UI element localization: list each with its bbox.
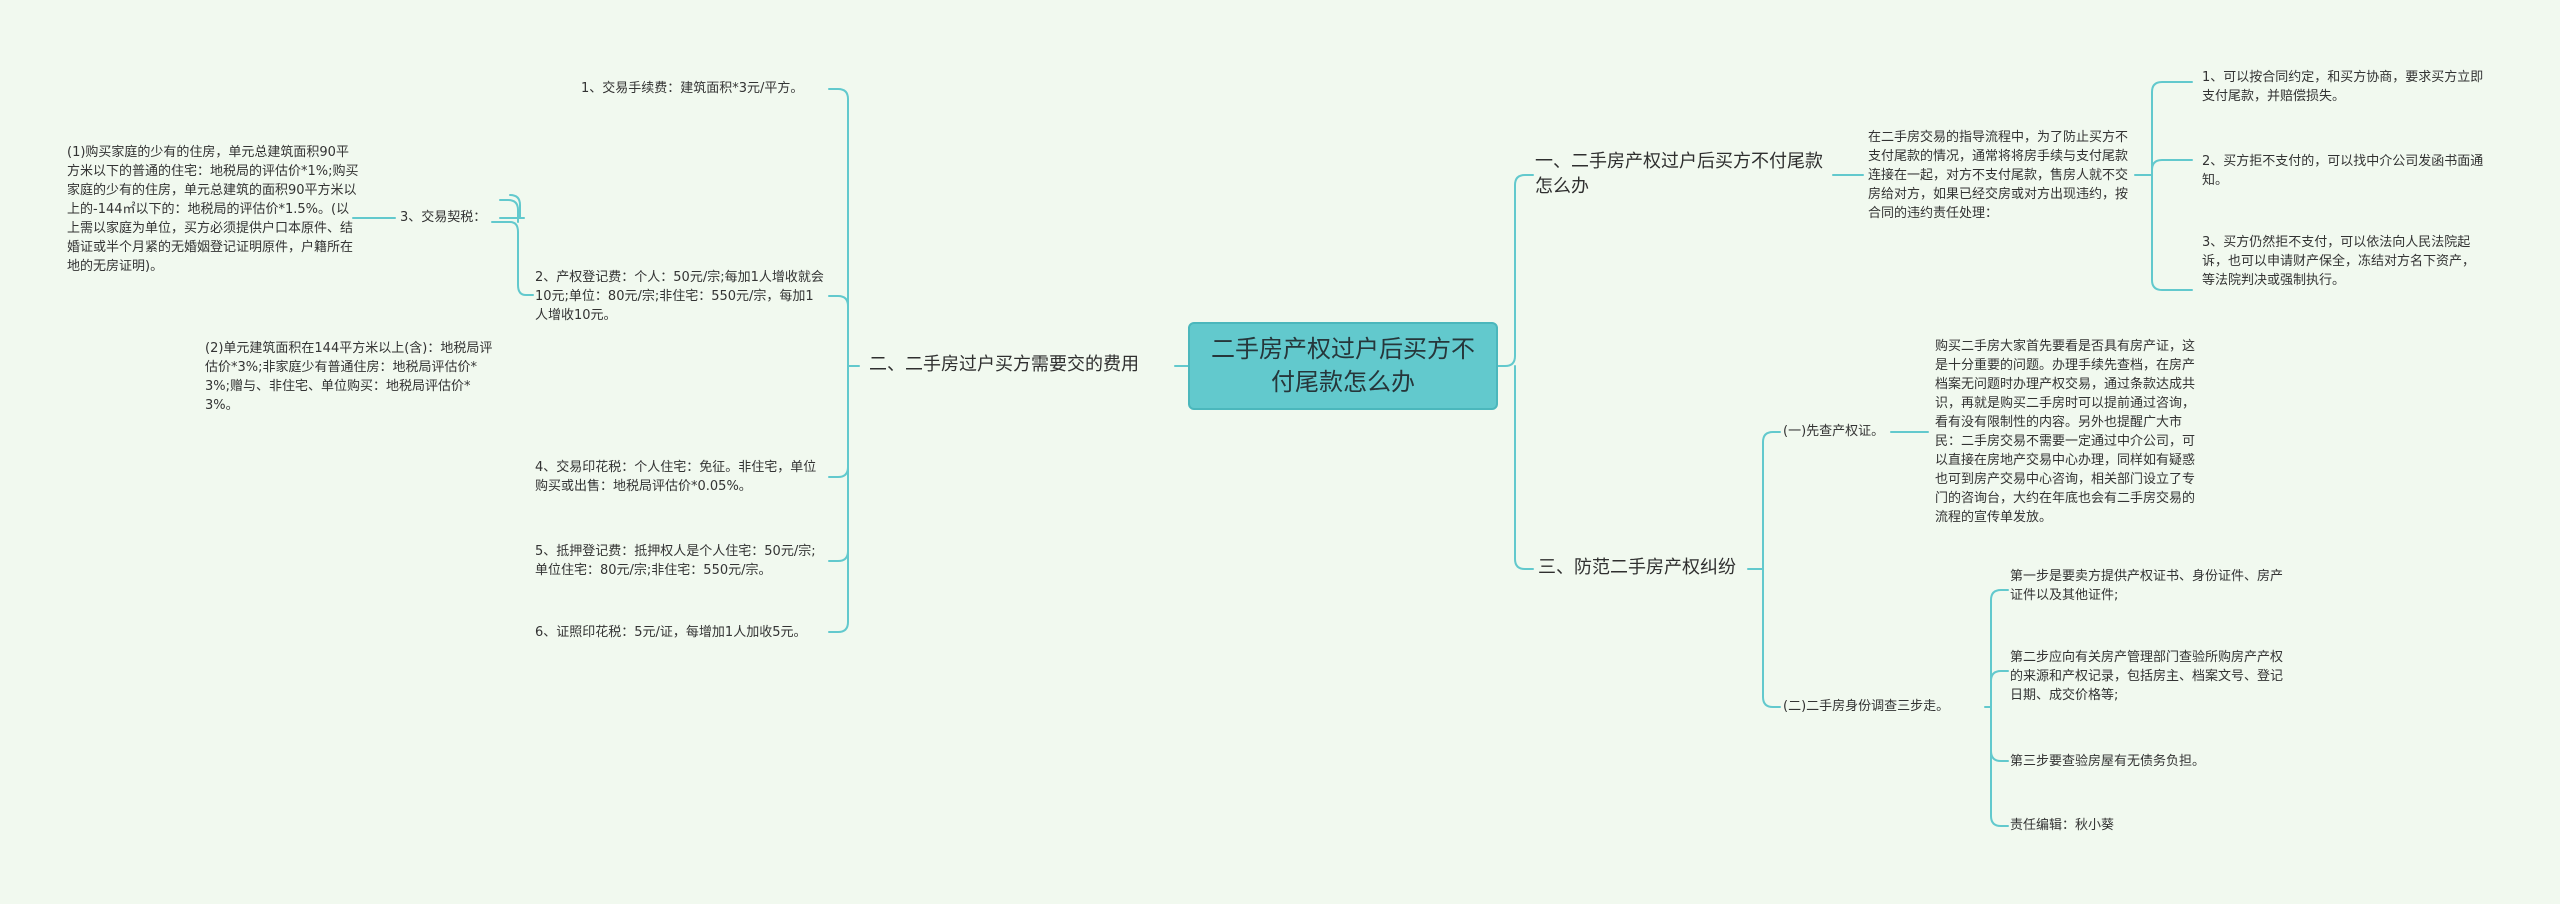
branch-b1-intro: 在二手房交易的指导流程中，为了防止买方不支付尾款的情况，通常将将房手续与支付尾款… [1868, 130, 2129, 221]
editor-credit: 责任编辑：秋小葵 [2010, 818, 2115, 833]
step-2: 第二步应向有关房产管理部门查验所购房产产权的来源和产权记录，包括房主、档案文号、… [2010, 650, 2284, 703]
branch-b1-item-2: 2、买方拒不支付的，可以找中介公司发函书面通知。 [2202, 154, 2484, 188]
branch-b1-item-3: 3、买方仍然拒不支付，可以依法向人民法院起诉，也可以申请财产保全，冻结对方名下资… [2202, 235, 2476, 288]
branch-title-b1[interactable]: 一、二手房产权过户后买方不付尾款怎么办 [1535, 151, 1823, 197]
branch-b2-item-1: 1、交易手续费：建筑面积*3元/平方。 [581, 81, 804, 96]
deed-tax-item-2: (2)单元建筑面积在144平方米以上(含)：地税局评估价*3%;非家庭少有普通住… [205, 341, 493, 413]
step-3: 第三步要查验房屋有无债务负担。 [2010, 754, 2206, 769]
root-topic[interactable]: 二手房产权过户后买方不付尾款怎么办 [1188, 322, 1498, 410]
branch-title-b2[interactable]: 二、二手房过户买方需要交的费用 [869, 354, 1139, 375]
branch-b1-item-1: 1、可以按合同约定，和买方协商，要求买方立即支付尾款，并赔偿损失。 [2202, 70, 2484, 104]
branch-b2-item-5: 5、抵押登记费：抵押权人是个人住宅：50元/宗;单位住宅：80元/宗;非住宅：5… [535, 544, 816, 578]
check-label: (一)先查产权证。 [1783, 424, 1885, 439]
deed-tax-label: 3、交易契税： [400, 210, 487, 225]
branch-b2-item-2: 2、产权登记费：个人：50元/宗;每加1人增收就会10元;单位：80元/宗;非住… [535, 270, 824, 323]
check-text: 购买二手房大家首先要看是否具有房产证，这是十分重要的问题。办理手续先查档，在房产… [1935, 339, 2196, 525]
deed-tax-item-1: (1)购买家庭的少有的住房，单元总建筑面积90平方米以下的普通的住宅：地税局的评… [67, 145, 359, 274]
steps-label: (二)二手房身份调查三步走。 [1783, 699, 1950, 714]
branch-b2-item-6: 6、证照印花税：5元/证，每增加1人加收5元。 [535, 625, 807, 640]
branch-b2-item-4: 4、交易印花税：个人住宅：免征。非住宅，单位购买或出售：地税局评估价*0.05%… [535, 460, 817, 494]
step-1: 第一步是要卖方提供产权证书、身份证件、房产证件以及其他证件; [2010, 569, 2284, 603]
branch-title-b3[interactable]: 三、防范二手房产权纠纷 [1538, 557, 1736, 578]
